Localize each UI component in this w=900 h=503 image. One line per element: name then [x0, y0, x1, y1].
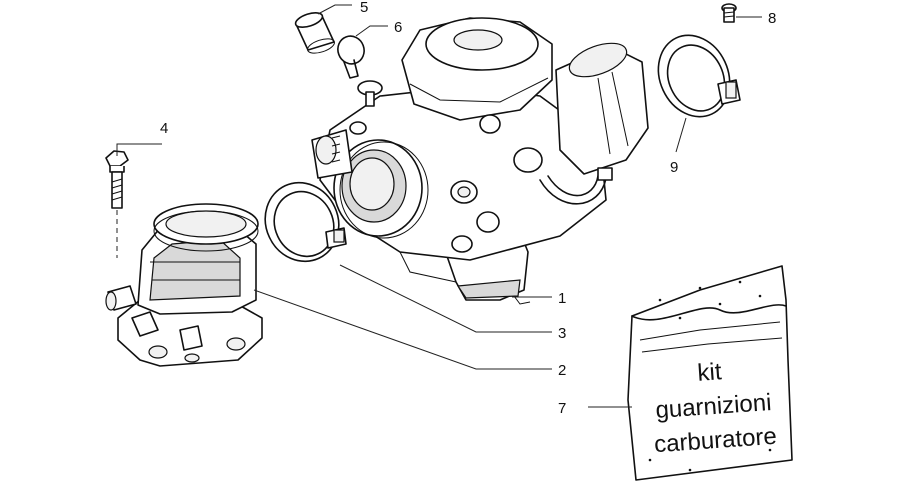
- leader-3: [339, 264, 552, 333]
- hose-clamp-part-3: [264, 181, 347, 263]
- leader-2: [253, 289, 552, 370]
- callout-5: 5: [360, 0, 368, 16]
- clip-part-6: [337, 35, 365, 79]
- leader-4: [116, 143, 162, 156]
- callout-labels: 1 2 3 4 5 6 7 8 9: [160, 0, 776, 417]
- gasket-kit-bag-part-7: kit guarnizioni carburatore: [627, 265, 793, 481]
- screw-part-8: [721, 3, 737, 23]
- callout-1: 1: [558, 290, 566, 307]
- callout-3: 3: [558, 325, 566, 342]
- callout-6: 6: [394, 19, 402, 36]
- callout-7: 7: [558, 400, 566, 417]
- callout-4: 4: [160, 120, 168, 137]
- bolt-part-4: [105, 150, 129, 258]
- clamp-band-part-9: [657, 34, 741, 118]
- callout-8: 8: [768, 10, 776, 27]
- leader-6: [355, 25, 388, 37]
- carburetor-part-1: [311, 17, 649, 305]
- kit-label-line1: kit: [697, 358, 723, 387]
- leader-9: [675, 117, 687, 153]
- leader-lines: [116, 4, 762, 408]
- leader-5: [317, 4, 352, 15]
- sleeve-part-5: [294, 12, 335, 54]
- intake-manifold-part-2: [105, 203, 263, 367]
- callout-2: 2: [558, 362, 566, 379]
- callout-9: 9: [670, 159, 678, 176]
